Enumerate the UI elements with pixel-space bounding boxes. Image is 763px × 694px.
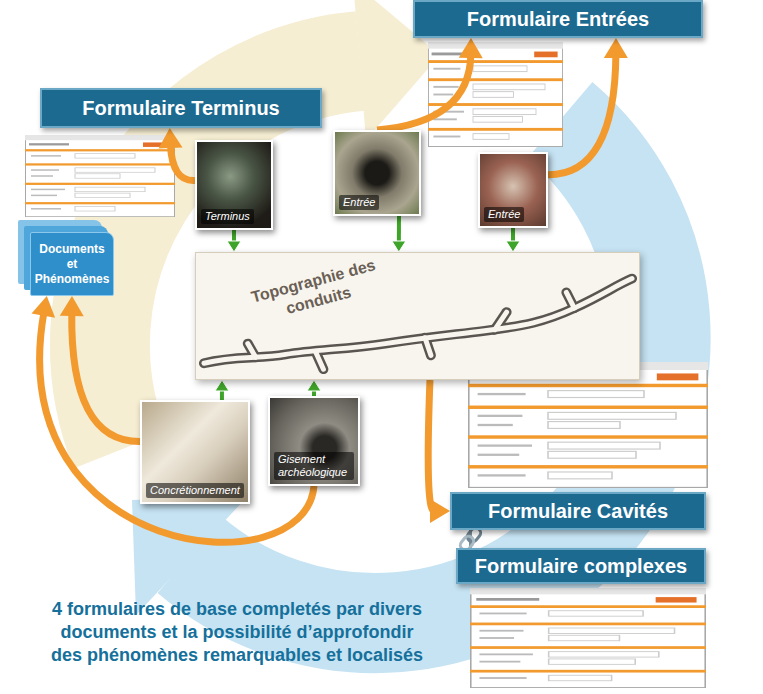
caption: 4 formulaires de base completés par dive… (12, 598, 462, 667)
arrowhead (31, 296, 55, 318)
node-label: Topographie des conduits (248, 255, 384, 327)
cycle-arrowhead-blue (132, 496, 248, 615)
cave-wall (566, 292, 574, 308)
form-screenshot (25, 135, 175, 217)
node-label: Terminus (201, 209, 254, 224)
connector-line (428, 380, 434, 511)
photo-concretion: Concrétionnement (140, 400, 250, 504)
photo-entrance: Entrée (478, 152, 548, 228)
arrowhead (60, 296, 84, 316)
arrowhead (459, 38, 483, 58)
node-label: Concrétionnement (146, 483, 244, 498)
connector-line (377, 54, 471, 130)
photo-terminus: Terminus (195, 140, 273, 230)
connector-line (397, 216, 401, 243)
node-label: Documents et Phénomènes (35, 242, 110, 287)
orange-arrow (548, 38, 628, 175)
arrowhead (506, 241, 520, 252)
green-arrow (307, 380, 321, 396)
node-label: Gisement archéologique (274, 452, 354, 480)
node-label: Formulaire complexes (475, 555, 687, 578)
cave-passage (315, 351, 323, 369)
orange-arrow (60, 296, 140, 442)
node-label: Entrée (484, 207, 524, 222)
form-screenshot (468, 362, 708, 487)
document-stack: Documents et Phénomènes (30, 232, 114, 296)
cave-passage (566, 292, 574, 308)
green-arrow (227, 230, 241, 252)
connector-line (72, 312, 140, 442)
photo-archaeology: Gisement archéologique (268, 396, 360, 486)
arrowhead (604, 38, 628, 58)
orange-arrow (377, 38, 483, 130)
connector-line (548, 54, 616, 175)
form-banner: Formulaire complexes (456, 548, 706, 584)
arrowhead (215, 380, 229, 391)
node-label: Formulaire Terminus (82, 97, 279, 120)
form-screenshot (428, 42, 563, 147)
arrowhead (159, 128, 183, 148)
node-label: Formulaire Cavités (488, 500, 668, 523)
form-screenshot (470, 588, 706, 688)
orange-arrow (159, 128, 195, 181)
arrowhead (307, 380, 321, 391)
green-arrow (506, 228, 520, 252)
arrowhead (227, 241, 241, 252)
photo-entrance: Entrée (333, 130, 421, 216)
cave-wall (425, 338, 431, 356)
cave-map: Topographie des conduits (195, 252, 640, 380)
form-banner: Formulaire Entrées (413, 0, 703, 38)
form-banner: Formulaire Terminus (40, 88, 322, 128)
arrowhead (430, 499, 450, 523)
cave-passage (248, 344, 256, 358)
connector-line (170, 144, 195, 181)
form-banner: Formulaire Cavités (450, 492, 706, 530)
green-arrow (215, 380, 229, 400)
green-arrow (392, 216, 406, 252)
cave-passage (425, 338, 431, 356)
cave-wall (315, 351, 323, 369)
arrowhead (392, 241, 406, 252)
cave-passage (495, 312, 507, 330)
cave-survey (196, 253, 639, 379)
orange-arrow (428, 380, 450, 523)
node-label: Entrée (339, 195, 379, 210)
node-label: Formulaire Entrées (467, 8, 649, 31)
